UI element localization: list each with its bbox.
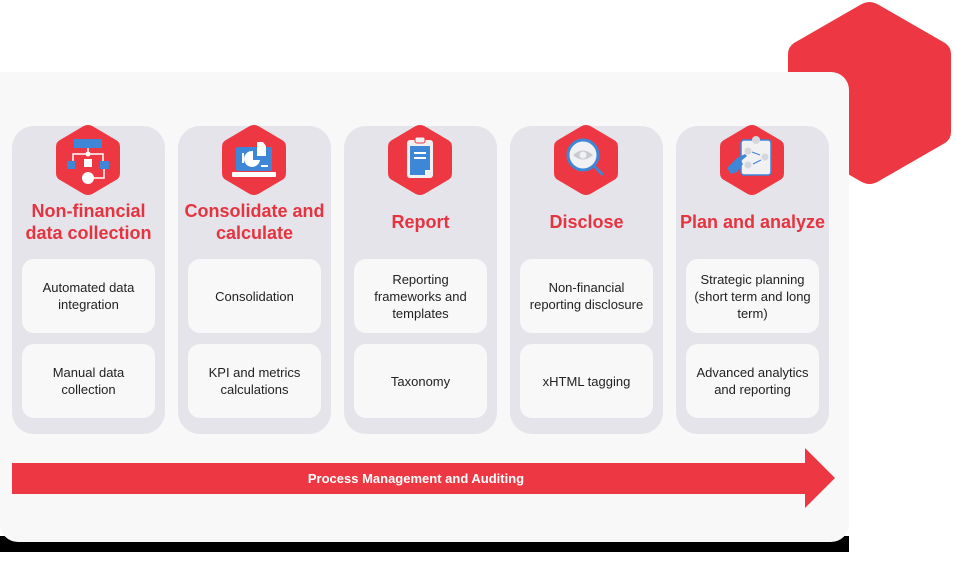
- column-title: Disclose: [549, 212, 624, 232]
- flowchart-icon: [56, 125, 120, 195]
- feature-card: KPI and metrics calculations: [188, 344, 321, 418]
- feature-card: Taxonomy: [354, 344, 487, 418]
- feature-card: Manual data collection: [22, 344, 155, 418]
- column-title: Report: [391, 212, 450, 232]
- feature-card: Advanced analytics and reporting: [686, 344, 819, 418]
- column-plan-analyze: Plan and analyze Strategic planning (sho…: [676, 125, 829, 434]
- feature-card: Reporting frameworks and templates: [354, 259, 487, 333]
- hand-clipboard-plan-icon: [720, 125, 784, 195]
- feature-card: xHTML tagging: [520, 344, 653, 418]
- column-title: Plan and analyze: [679, 212, 826, 232]
- column-consolidate: Consolidate and calculate Consolidation …: [178, 125, 331, 434]
- column-report: Report Reporting frameworks and template…: [344, 125, 497, 434]
- column-title: Non-financial data collection: [25, 201, 152, 243]
- feature-card: Strategic planning (short term and long …: [686, 259, 819, 333]
- process-panel: Non-financial data collection Automated …: [0, 72, 849, 542]
- feature-card: Consolidation: [188, 259, 321, 333]
- laptop-pie-chart-icon: [222, 125, 286, 195]
- column-data-collection: Non-financial data collection Automated …: [12, 125, 165, 434]
- column-disclose: Disclose Non-financial reporting disclos…: [510, 125, 663, 434]
- clipboard-document-icon: [388, 125, 452, 195]
- column-title: Consolidate and calculate: [184, 201, 325, 243]
- magnifier-eye-icon: [554, 125, 618, 195]
- feature-card: Non-financial reporting disclosure: [520, 259, 653, 333]
- process-bar-label: Process Management and Auditing: [307, 471, 525, 486]
- feature-card: Automated data integration: [22, 259, 155, 333]
- process-arrow-icon: [12, 448, 835, 508]
